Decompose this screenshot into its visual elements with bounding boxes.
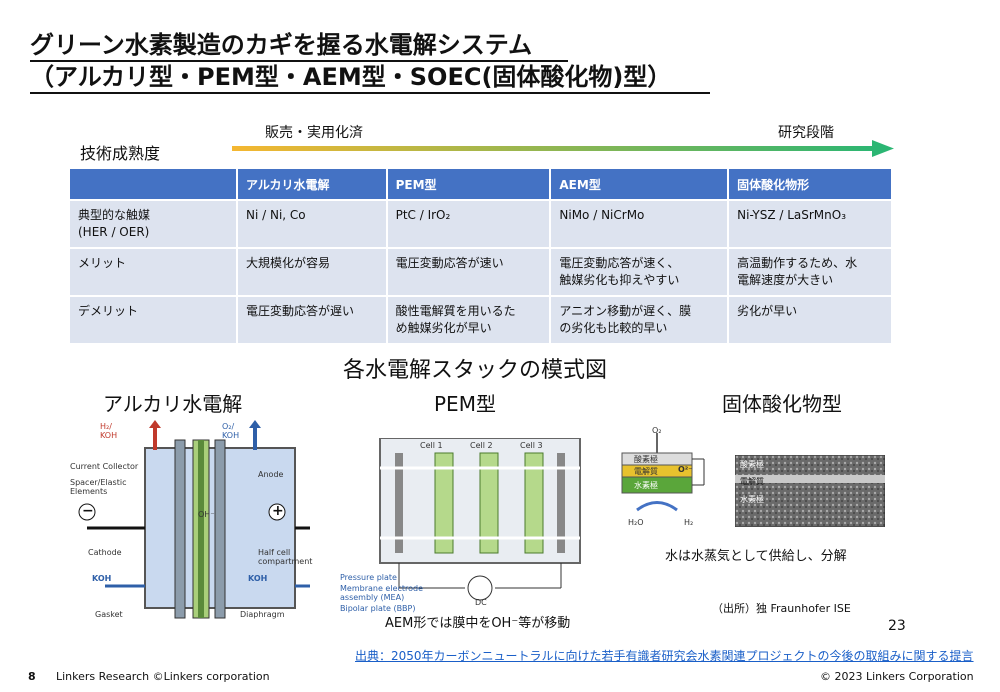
micro-label-1: 酸素極 [740,460,764,469]
footer-left-text: Linkers Research ©Linkers corporation [56,670,270,683]
lbl-cathode: Cathode [88,548,122,557]
source-link[interactable]: 出典：2050年カーボンニュートラルに向けた若手有識者研究会水素関連プロジェクト… [355,649,974,663]
arrow-left-label: 販売・実用化済 [265,125,363,141]
table-cell: 電圧変動応答が速く、 触媒劣化も抑えやすい [550,247,730,296]
h2-label: H₂/ KOH [100,422,118,440]
page-number: 23 [888,618,906,634]
arrow-right-label: 研究段階 [778,125,834,141]
soec-micrograph-image [735,455,885,527]
lbl-half-cell: Half cell compartment [258,548,313,566]
table-cell: Ni-YSZ / LaSrMnO₃ [728,199,893,248]
lbl-koh-right: KOH [248,574,268,583]
table-cell: NiMo / NiCrMo [550,199,730,248]
table-cell: 酸性電解質を用いるた め触媒劣化が早い [386,295,552,343]
table-cell: Ni / Ni, Co [237,199,388,248]
table-header-row: アルカリ水電解 PEM型 AEM型 固体酸化物形 [70,169,893,200]
minus-icon: − [82,503,94,519]
row-header-cell: メリット [70,247,238,296]
table-cell: 電圧変動応答が速い [386,247,552,296]
pem-caption: AEM形では膜中をOH⁻等が移動 [385,616,571,631]
alkaline-diagram [78,420,310,619]
lbl-diaphragm: Diaphragm [240,610,285,619]
table-cell: アニオン移動が遅く、膜 の劣化も比較的早い [550,295,730,343]
table-cell: 大規模化が容易 [237,247,388,296]
soec-caption: 水は水蒸気として供給し、分解 [665,549,847,564]
comparison-table: アルカリ水電解 PEM型 AEM型 固体酸化物形 典型的な触媒 (HER / O… [70,169,893,343]
micro-label-2: 電解質 [740,477,764,486]
pem-title: PEM型 [434,392,496,416]
page-title: グリーン水素製造のカギを握る水電解システム [30,31,533,59]
soec-o2-label: O₂ [652,426,662,435]
header-cell: アルカリ水電解 [237,169,388,200]
soec-source-note: （出所）独 Fraunhofer ISE [712,602,851,615]
micro-label-3: 水素極 [740,495,764,504]
lbl-koh-left: KOH [92,574,112,583]
page-subtitle: （アルカリ型・PEM型・AEM型・SOEC(固体酸化物)型） [30,63,672,91]
row-header-cell: 典型的な触媒 (HER / OER) [70,199,238,248]
o2-label: O₂/ KOH [222,422,240,440]
table-cell: PtC / IrO₂ [386,199,552,248]
pem-legend-3: Bipolar plate (BBP) [340,604,416,613]
soec-layer-2: 電解質 [634,467,658,476]
soec-h2: H₂ [684,518,694,527]
pem-legend-1: Pressure plate [340,573,397,582]
pem-cell-2: Cell 2 [470,441,493,450]
header-cell: PEM型 [386,169,552,200]
dc-source-icon [467,575,493,601]
table-cell: 劣化が早い [728,295,893,343]
h2o-flow-icon [636,501,678,512]
soec-cell-diagram [621,433,705,512]
pem-diagram [379,438,581,601]
header-cell [70,169,238,200]
footer-slide-number: 8 [28,670,36,683]
table-row: デメリット電圧変動応答が遅い酸性電解質を用いるた め触媒劣化が早いアニオン移動が… [70,295,893,343]
maturity-arrow [232,140,894,157]
alkaline-title: アルカリ水電解 [103,392,243,416]
header-cell: AEM型 [550,169,730,200]
header-cell: 固体酸化物形 [728,169,893,200]
soec-title: 固体酸化物型 [722,392,842,416]
soec-o2-ion: O²⁻ [678,465,693,474]
lbl-current-collector: Current Collector [70,462,139,471]
plus-icon: + [272,503,284,519]
footer-right-text: © 2023 Linkers Corporation [820,670,974,683]
lbl-anode: Anode [258,470,284,479]
pem-legend-2: Membrane electrode assembly (MEA) [340,584,424,602]
maturity-label: 技術成熟度 [80,144,161,163]
table-cell: 高温動作するため、水 電解速度が大きい [728,247,893,296]
pem-cell-1: Cell 1 [420,441,443,450]
lbl-spacer: Spacer/Elastic Elements [70,478,127,496]
pem-dc-label: DC [475,598,487,607]
title-underline-1 [30,60,568,62]
stack-diagram-title: 各水電解スタックの模式図 [343,358,608,383]
oh-label: OH⁻ [198,510,215,519]
soec-layer-3: 水素極 [634,481,658,490]
title-underline-2 [30,92,710,94]
pem-cell-3: Cell 3 [520,441,543,450]
soec-h2o: H₂O [628,518,644,527]
table-row: メリット大規模化が容易電圧変動応答が速い電圧変動応答が速く、 触媒劣化も抑えやす… [70,247,893,296]
row-header-cell: デメリット [70,295,238,343]
table-cell: 電圧変動応答が遅い [237,295,388,343]
soec-layer-1: 酸素極 [634,455,658,464]
lbl-gasket: Gasket [95,610,123,619]
